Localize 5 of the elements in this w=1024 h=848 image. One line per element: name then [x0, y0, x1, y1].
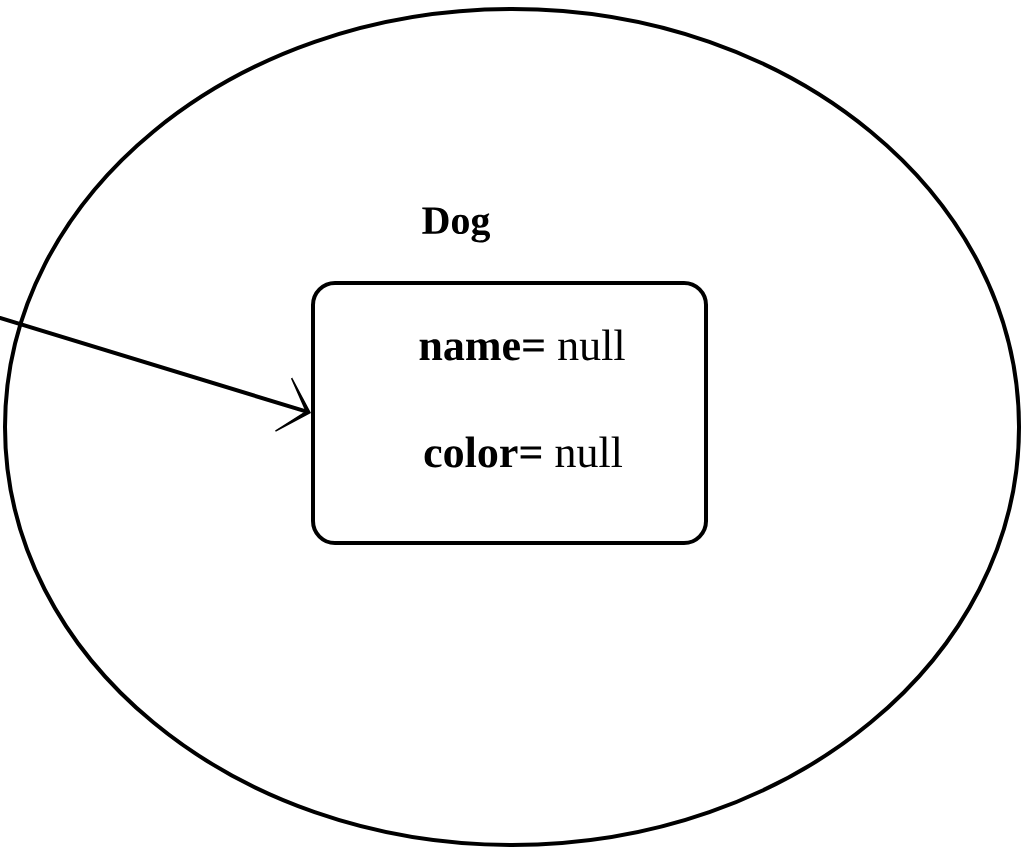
arrow — [0, 316, 311, 432]
class-name: Dog — [422, 207, 491, 243]
field-text: color= null — [424, 436, 623, 468]
ellipse-outline — [3, 7, 1021, 847]
field-text: name= null — [419, 329, 625, 361]
